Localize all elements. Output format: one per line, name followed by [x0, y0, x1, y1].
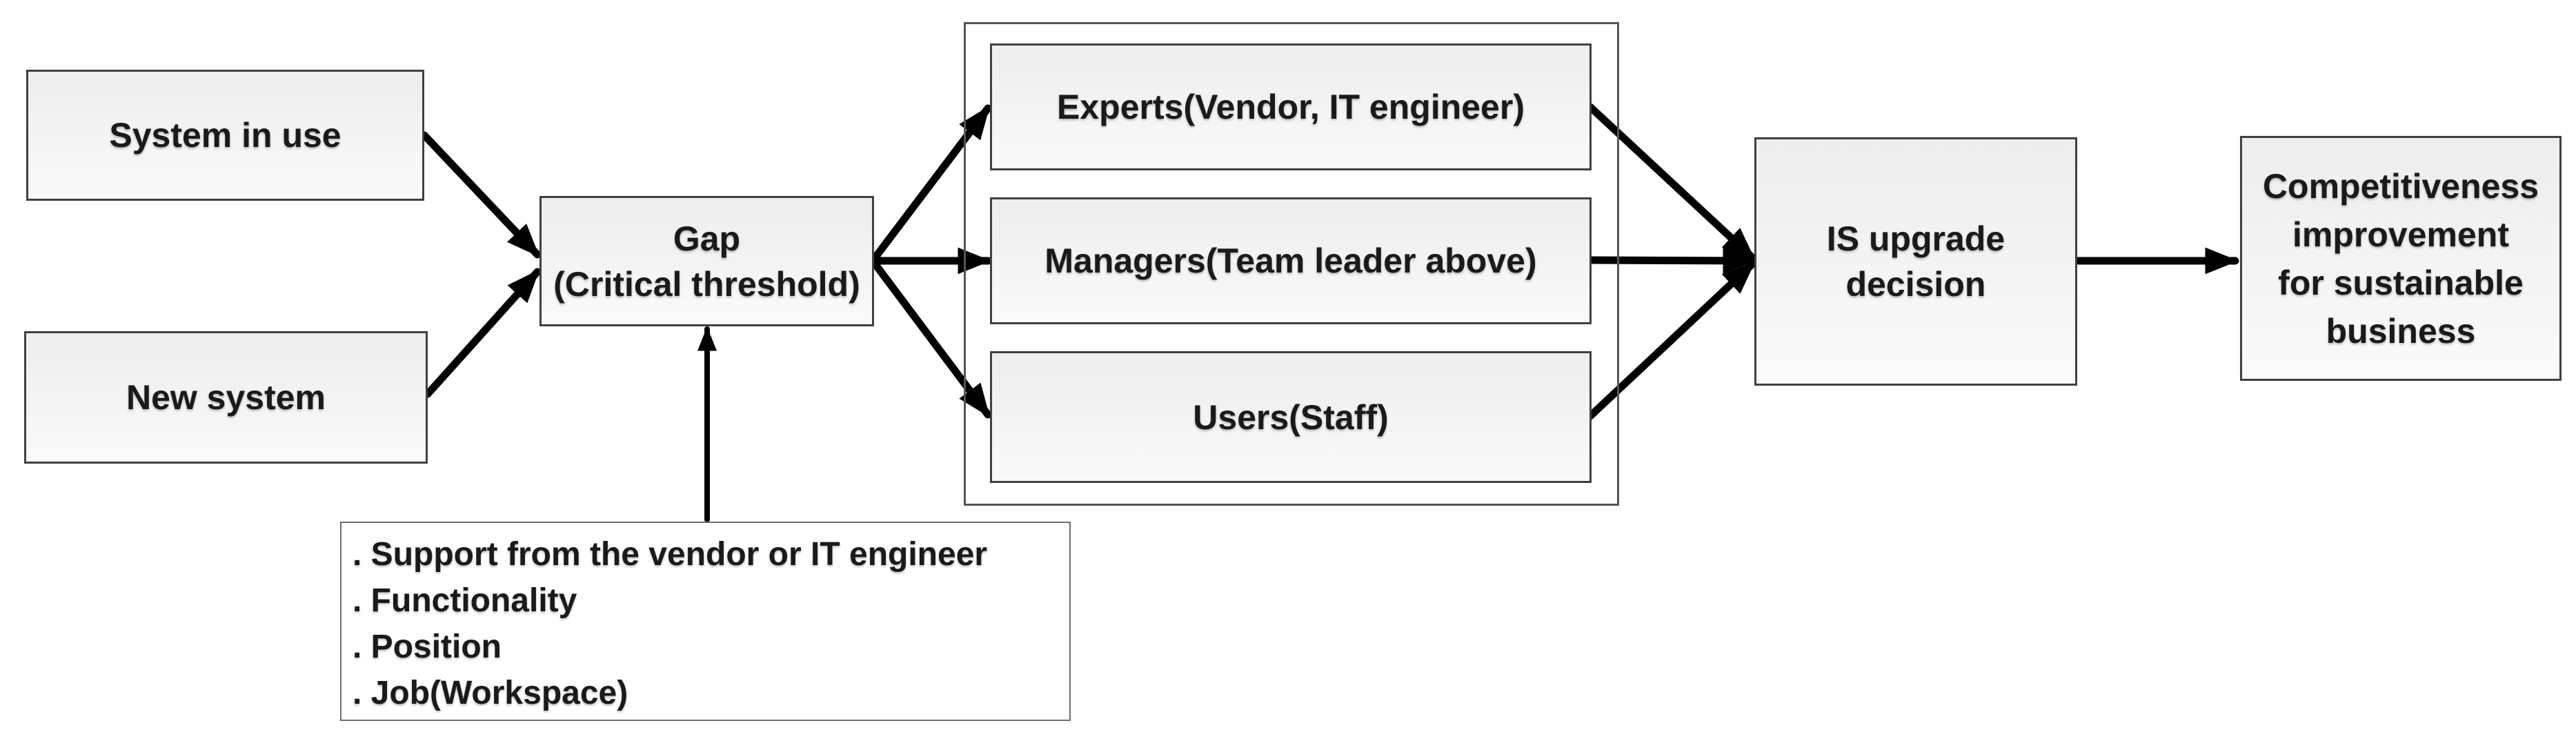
arrow-users-to-decision	[1585, 259, 1757, 422]
node-new-system: New system	[24, 331, 428, 464]
node-system-in-use-label: System in use	[109, 116, 341, 155]
arrow-gap-to-users	[869, 257, 992, 419]
node-system-in-use: System in use	[26, 70, 424, 201]
node-gap-label: Gap (Critical threshold)	[553, 219, 860, 304]
arrow-system-in-use-to-gap	[420, 131, 542, 259]
gap-factors-list-box: . Support from the vendor or IT engineer…	[340, 522, 1071, 721]
node-competitiveness-label: Competitiveness improvement for sustaina…	[2262, 166, 2539, 350]
node-is-upgrade-decision: IS upgrade decision	[1754, 137, 2077, 386]
node-experts: Experts(Vendor, IT engineer)	[990, 43, 1592, 170]
gap-factor-item: . Support from the vendor or IT engineer	[353, 536, 988, 573]
node-competitiveness-improvement: Competitiveness improvement for sustaina…	[2240, 136, 2562, 381]
node-managers: Managers(Team leader above)	[990, 197, 1592, 324]
node-experts-label: Experts(Vendor, IT engineer)	[1057, 88, 1525, 126]
node-new-system-label: New system	[126, 378, 326, 417]
gap-factor-item: . Position	[353, 629, 502, 665]
arrow-new-system-to-gap	[424, 268, 542, 398]
arrow-gap-to-experts	[869, 104, 992, 265]
node-users: Users(Staff)	[990, 351, 1592, 483]
node-users-label: Users(Staff)	[1193, 397, 1389, 437]
gap-factor-item: . Job(Workspace)	[353, 675, 628, 711]
node-is-upgrade-decision-label: IS upgrade decision	[1826, 219, 2005, 304]
gap-factor-item: . Functionality	[353, 582, 577, 619]
node-gap-critical-threshold: Gap (Critical threshold)	[539, 196, 874, 326]
node-managers-label: Managers(Team leader above)	[1044, 241, 1537, 280]
